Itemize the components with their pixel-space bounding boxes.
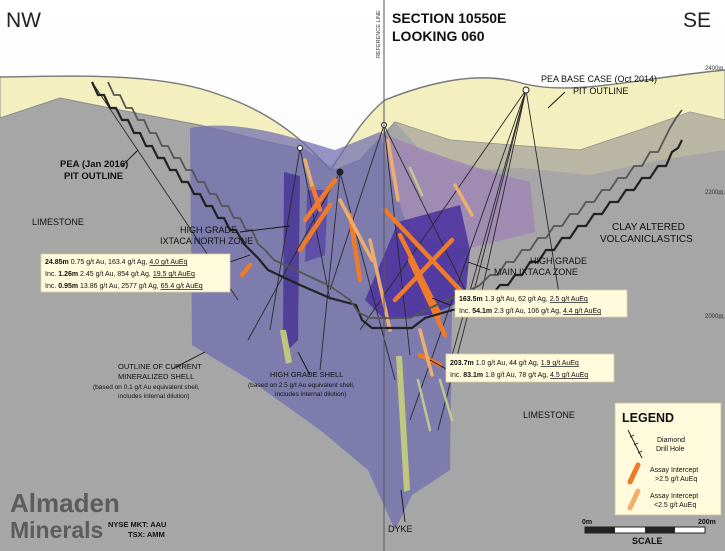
pea-2016-label-1: PEA (Jan 2016) [60, 159, 128, 170]
legend-high-label-2: >2.5 g/t AuEq [655, 476, 697, 483]
elevation-tick-2000: 2000m [705, 314, 723, 320]
intercept-2-row-2: Inc. 54.1m 2.3 g/t Au, 106 g/t Ag, 4.4 g… [459, 308, 601, 315]
outline-label-4: includes internal dilution) [118, 393, 190, 400]
intercepts-faint [408, 166, 454, 432]
legend-drill-label-2: Drill Hole [656, 446, 685, 453]
clay-label-2: VOLCANICLASTICS [600, 234, 693, 245]
intercept-1-row-2: Inc. 1.26m 2.45 g/t Au, 854 g/t Ag, 19.5… [45, 271, 195, 278]
intercept-3-row-2: Inc. 83.1m 1.8 g/t Au, 78 g/t Ag, 4.5 g/… [450, 372, 588, 379]
legend-low-label-1: Assay Intercept [650, 493, 698, 500]
intercept-box-2: 163.5m 1.3 g/t Au, 62 g/t Ag, 2.5 g/t Au… [454, 289, 628, 318]
pit-outline-2014 [107, 81, 683, 319]
legend-drill-label-1: Diamond [657, 437, 685, 444]
logo-line-1: Almaden [10, 488, 120, 518]
outline-label-1: OUTLINE OF CURRENT [118, 362, 202, 371]
legend-title: LEGEND [622, 411, 674, 425]
outline-label-2: MINERALIZED SHELL [118, 372, 194, 381]
hg-shell-label-1: HIGH GRADE SHELL [270, 370, 343, 379]
hg-shell-label-3: includes internal dilution) [275, 391, 347, 398]
legend-low-swatch [627, 488, 641, 511]
limestone-label-lower: LIMESTONE [523, 410, 575, 420]
pea-2016-label-2: PIT OUTLINE [64, 171, 123, 182]
intercept-box-1: 24.85m 0.75 g/t Au, 163.4 g/t Ag, 4.0 g/… [40, 253, 231, 293]
intercept-box-3: 203.7m 1.0 g/t Au, 44 g/t Ag, 1.9 g/t Au… [445, 353, 615, 383]
legend-low-label-2: <2.5 g/t AuEq [654, 502, 696, 509]
direction-se: SE [683, 9, 711, 32]
legend-drill-swatch [627, 429, 643, 459]
pea-2014-label-1: PEA BASE CASE (Oct 2014) [541, 74, 657, 84]
intercept-2-row-1: 163.5m 1.3 g/t Au, 62 g/t Ag, 2.5 g/t Au… [459, 296, 588, 303]
ixtaca-north-label-2: IXTACA NORTH ZONE [160, 236, 253, 246]
dyke-label: DYKE [388, 524, 413, 534]
leader-lines [121, 91, 566, 523]
intercepts-high-grade [239, 177, 463, 368]
pea-2014-label-2: PIT OUTLINE [573, 86, 628, 96]
direction-nw: NW [6, 9, 41, 32]
main-ixtaca-label-2: MAIN IXTACA ZONE [494, 267, 578, 277]
logo-line-2: Minerals [10, 517, 103, 543]
section-title: SECTION 10550E [392, 10, 506, 26]
topography-line [0, 69, 725, 172]
scale-start: 0m [582, 519, 592, 526]
scale-bar: 0m 200m SCALE [582, 519, 716, 546]
main-ixtaca-label-1: HIGH GRADE [530, 256, 587, 266]
elevation-tick-2400: 2400m [705, 66, 723, 72]
outline-label-3: (based on 0.1 g/t Au equivalent shell, [93, 384, 200, 391]
intercepts-low-grade [303, 138, 474, 377]
limestone-label-upper: LIMESTONE [32, 217, 84, 227]
intercept-3-row-1: 203.7m 1.0 g/t Au, 44 g/t Ag, 1.9 g/t Au… [450, 360, 579, 367]
elevation-tick-2200: 2200m [705, 190, 723, 196]
section-subtitle: LOOKING 060 [392, 28, 485, 44]
dyke-body [396, 356, 410, 492]
hg-shell-label-2: (based on 2.5 g/t Au equivalent shell, [248, 382, 355, 389]
dyke-body-2 [280, 330, 292, 364]
clay-altered-band [395, 112, 725, 175]
intercept-1-row-1: 24.85m 0.75 g/t Au, 163.4 g/t Ag, 4.0 g/… [45, 259, 188, 266]
clay-label-1: CLAY ALTERED [612, 222, 685, 233]
company-logo: Almaden Minerals NYSE MKT: AAU TSX: AMM [10, 488, 166, 543]
intercept-1-row-3: Inc. 0.95m 13.86 g/t Au, 2577 g/t Ag, 65… [45, 283, 203, 290]
reference-line-label: REFERENCE LINE [376, 10, 382, 58]
logo-ticker-2: TSX: AMM [128, 530, 165, 539]
scale-label: SCALE [632, 536, 663, 546]
legend-high-label-1: Assay Intercept [650, 467, 698, 474]
legend-drill-ticks [629, 434, 643, 454]
high-grade-shell-main [365, 205, 470, 320]
legend-high-swatch [627, 462, 641, 485]
legend: LEGEND Diamond Drill Hole Assay Intercep… [614, 402, 722, 516]
ixtaca-north-label-1: HIGH GRADE [180, 225, 237, 235]
scale-end: 200m [698, 519, 716, 526]
elevation-axis [718, 69, 725, 319]
logo-ticker-1: NYSE MKT: AAU [108, 520, 166, 529]
